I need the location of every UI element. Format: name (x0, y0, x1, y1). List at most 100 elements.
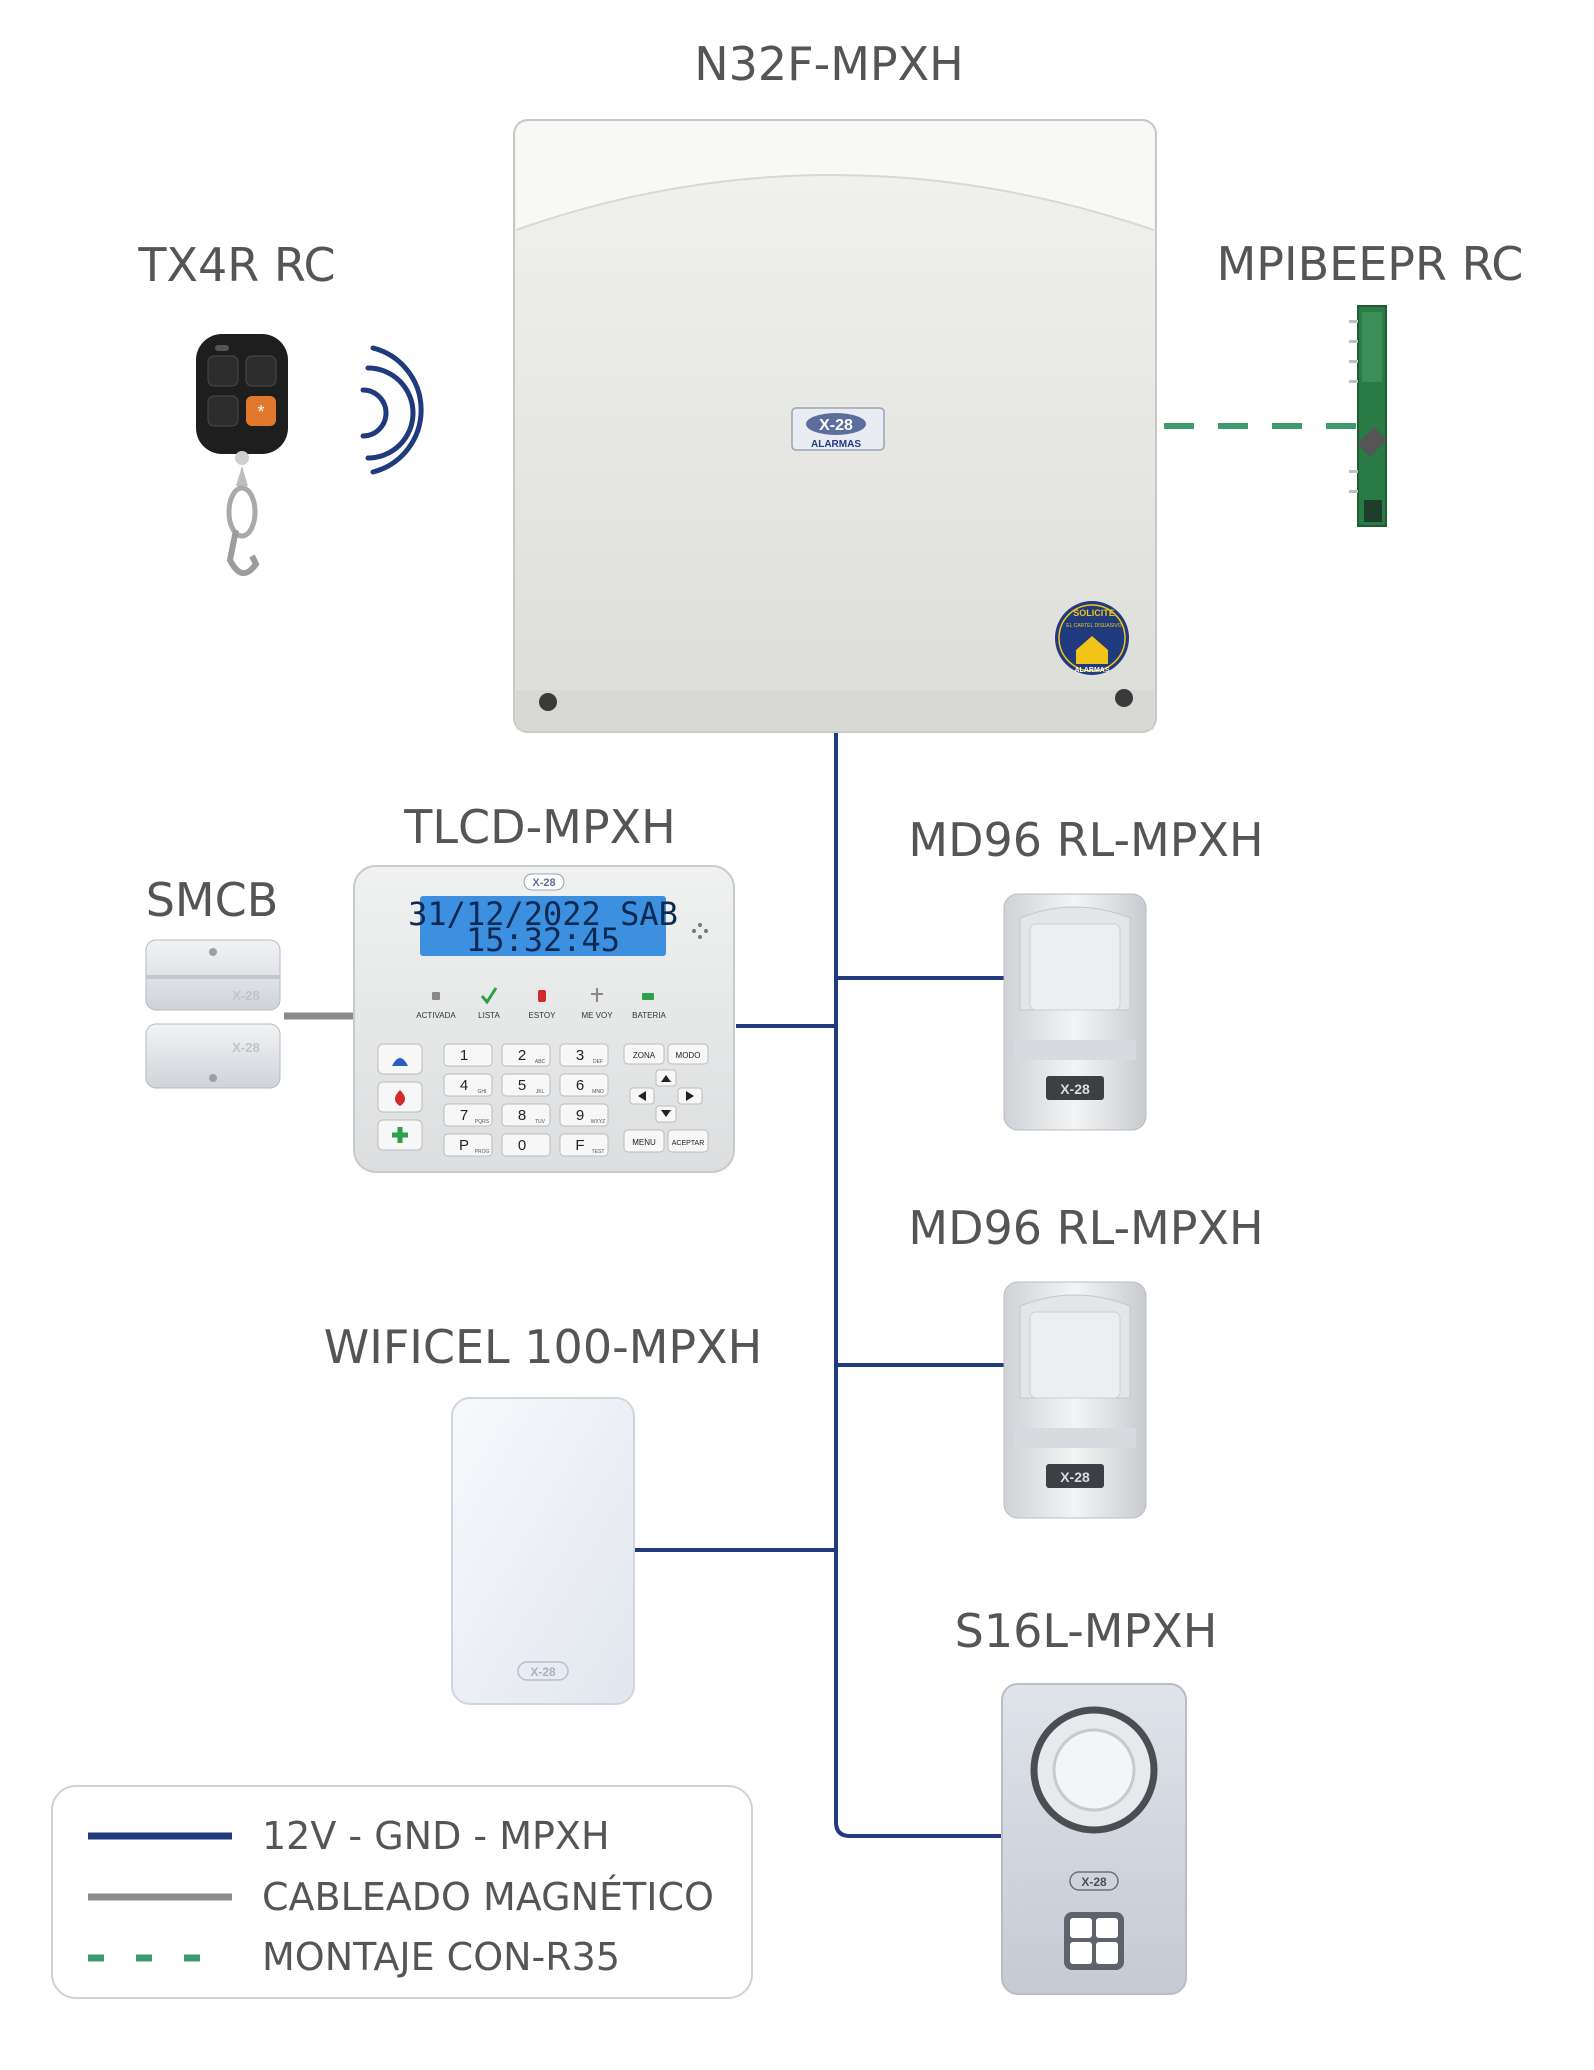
legend-label-magnetic: CABLEADO MAGNÉTICO (262, 1875, 714, 1919)
key-p (443, 1133, 493, 1157)
key-aceptar (667, 1129, 709, 1153)
receiver-title: MPIBEEPR RC (1217, 237, 1524, 291)
detector1-logo: X-28 (1060, 1081, 1090, 1097)
key-aceptar-label: ACEPTAR (672, 1140, 705, 1147)
key-zona-label: ZONA (633, 1051, 656, 1060)
receiver-board (1349, 305, 1387, 527)
siren-title: S16L-MPXH (955, 1604, 1218, 1658)
motion-detector-2: X-28 (1003, 1281, 1147, 1519)
remote-button-4 (246, 396, 276, 426)
key-f (559, 1133, 609, 1157)
indicator-estoy: ESTOY (529, 1011, 557, 1020)
key-8-label: 8 (518, 1107, 526, 1124)
key-p-sublabel: PROG (475, 1149, 490, 1155)
key-modo (667, 1043, 709, 1065)
legend: 12V - GND - MPXH CABLEADO MAGNÉTICO MONT… (51, 1785, 753, 1999)
key-4 (443, 1073, 493, 1097)
key-4-label: 4 (460, 1077, 468, 1094)
keypad-title: TLCD-MPXH (403, 800, 675, 854)
key-0 (501, 1133, 551, 1157)
svg-text:*: * (257, 402, 264, 422)
key-7-label: 7 (460, 1107, 468, 1124)
indicator-icons (432, 987, 654, 1005)
remote-button-2 (245, 355, 277, 387)
detector2-title: MD96 RL-MPXH (908, 1201, 1263, 1255)
function-keys: ZONA MODO MENU ACEPTAR (623, 1043, 709, 1153)
key-modo-label: MODO (676, 1051, 701, 1060)
key-9-label: 9 (576, 1107, 584, 1124)
key-p-label: P (459, 1137, 469, 1154)
key-5 (501, 1073, 551, 1097)
indicator-me-voy: ME VOY (581, 1011, 613, 1020)
motion-detector-1: X-28 (1003, 893, 1147, 1131)
contact-logo-1: X-28 (232, 988, 259, 1003)
keypad-lcd (420, 896, 666, 956)
magnetic-contact: X-28 X-28 (145, 939, 281, 1089)
legend-label-bus: 12V - GND - MPXH (262, 1814, 610, 1858)
key-1 (443, 1043, 493, 1067)
sticker-top: SOLICITE (1073, 608, 1115, 618)
module-title: WIFICEL 100-MPXH (324, 1320, 762, 1374)
detector2-logo: X-28 (1060, 1469, 1090, 1485)
key-2 (501, 1043, 551, 1067)
key-f-label: F (575, 1137, 584, 1154)
contact-title: SMCB (146, 873, 279, 927)
key-9 (559, 1103, 609, 1127)
radio-waves-icon (360, 345, 424, 475)
emergency-keys (377, 1043, 423, 1151)
bus-trunk (834, 728, 1002, 1838)
speaker-grille (692, 923, 708, 939)
key-5-label: 5 (518, 1077, 526, 1094)
remote-title: TX4R RC (137, 238, 335, 292)
panel-logo-text: X-28 (819, 417, 853, 434)
module-logo: X-28 (530, 1665, 556, 1679)
keypad-logo: X-28 (532, 877, 555, 889)
key-8-sublabel: TUV (535, 1119, 546, 1125)
indicator-bateria: BATERIA (632, 1011, 666, 1020)
panel-logo-sub: ALARMAS (811, 439, 861, 450)
key-4-sublabel: GHI (478, 1089, 487, 1095)
communicator-module: X-28 (451, 1397, 635, 1705)
panel-logo: X-28 ALARMAS (791, 407, 885, 451)
indicator-lista: LISTA (478, 1011, 500, 1020)
key-6-label: 6 (576, 1077, 584, 1094)
key-2-label: 2 (518, 1047, 526, 1064)
legend-label-mount: MONTAJE CON-R35 (262, 1935, 620, 1979)
lcd-line-2: 15:32:45 (466, 921, 620, 959)
panel-sticker: SOLICITE EL CARTEL DISUASIVO ALARMAS (1055, 601, 1129, 675)
bus-wiring (634, 728, 1004, 1838)
key-0-label: 0 (518, 1137, 526, 1154)
key-6-sublabel: MNO (592, 1089, 604, 1095)
remote-control: * (196, 334, 288, 576)
key-3-sublabel: DEF (593, 1059, 603, 1065)
panel-title: N32F-MPXH (694, 37, 964, 91)
screw-left (539, 693, 557, 711)
key-5-sublabel: JKL (536, 1089, 545, 1095)
screw-right (1115, 689, 1133, 707)
keypad-device: X-28 31/12/2022 SAB 15:32:45 ACTIVADA LI… (353, 865, 735, 1173)
key-3 (559, 1043, 609, 1067)
panel-enclosure: X-28 ALARMAS SOLICITE EL CARTEL DISUASIV… (513, 119, 1157, 733)
key-6 (559, 1073, 609, 1097)
key-menu (623, 1129, 665, 1153)
key-3-label: 3 (576, 1047, 584, 1064)
remote-button-3 (207, 395, 239, 427)
key-menu-label: MENU (632, 1138, 656, 1147)
sticker-mid: EL CARTEL DISUASIVO (1066, 623, 1121, 629)
siren-device: X-28 (1001, 1683, 1187, 1995)
key-7-sublabel: PQRS (475, 1119, 490, 1125)
contact-logo-2: X-28 (232, 1040, 259, 1055)
key-8 (501, 1103, 551, 1127)
sticker-bottom: ALARMAS (1075, 667, 1110, 674)
key-f-sublabel: TEST (592, 1149, 605, 1155)
indicator-activada: ACTIVADA (416, 1011, 456, 1020)
lcd-line-1: 31/12/2022 SAB (408, 895, 678, 933)
key-9-sublabel: WXYZ (591, 1119, 605, 1125)
siren-logo: X-28 (1081, 1875, 1107, 1889)
indicator-labels: ACTIVADA LISTA ESTOY ME VOY BATERIA (416, 1011, 666, 1020)
key-7 (443, 1103, 493, 1127)
detector1-title: MD96 RL-MPXH (908, 813, 1263, 867)
key-2-sublabel: ABC (535, 1059, 546, 1065)
